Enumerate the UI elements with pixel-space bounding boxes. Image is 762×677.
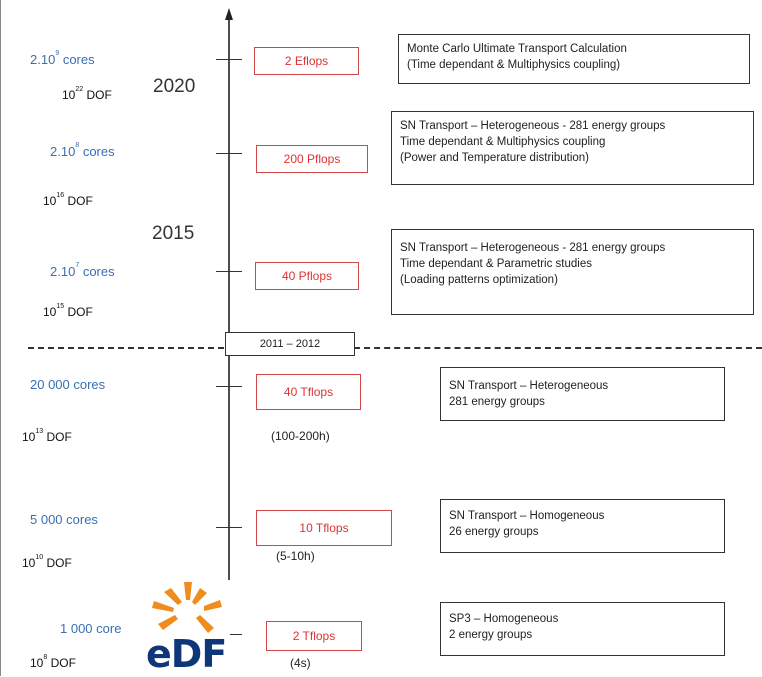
performance-box: 40 Pflops (255, 262, 359, 290)
edf-sun-logo-icon (152, 582, 222, 633)
performance-box: 2 Eflops (254, 47, 359, 75)
performance-box: 200 Pflops (256, 145, 368, 173)
cores-label: 20 000 cores (30, 377, 106, 392)
runtime-label: (5-10h) (276, 549, 315, 563)
year-2020-label: 2020 (153, 76, 196, 97)
axis-tick (216, 386, 242, 387)
description-box: SN Transport – Heterogeneous - 281 energ… (391, 229, 754, 315)
description-box: SN Transport – Heterogeneous - 281 energ… (391, 111, 754, 185)
description-box: Monte Carlo Ultimate Transport Calculati… (398, 34, 750, 84)
dof-label: 1015 DOF (43, 303, 93, 319)
axis-tick (216, 153, 242, 154)
year-2015-label: 2015 (152, 223, 195, 244)
runtime-label: (100-200h) (271, 429, 330, 443)
edf-logo: eDF (140, 580, 230, 677)
dof-label: 1016 DOF (43, 192, 93, 208)
dof-label: 1013 DOF (22, 428, 72, 444)
axis-arrow-icon (225, 8, 233, 20)
period-box: 2011 – 2012 (225, 332, 355, 356)
performance-box: 40 Tflops (256, 374, 361, 410)
performance-box: 10 Tflops (256, 510, 392, 546)
performance-box: 2 Tflops (266, 621, 362, 651)
dof-label: 1010 DOF (22, 554, 72, 570)
cores-label: 2.108 cores (50, 142, 115, 159)
dof-label: 108 DOF (30, 654, 76, 670)
axis-tick (216, 271, 242, 272)
cores-label: 5 000 cores (30, 512, 98, 527)
cores-label: 2.109 cores (30, 50, 95, 67)
separator-dashed-line-right (354, 347, 762, 349)
cores-label: 1 000 core (60, 621, 122, 636)
edf-logo-text: eDF (146, 632, 227, 676)
runtime-label: (4s) (290, 656, 311, 670)
axis-tick (216, 527, 242, 528)
separator-dashed-line-left (28, 347, 224, 349)
dof-label: 1022 DOF (62, 86, 112, 102)
cores-label: 2.107 cores (50, 262, 115, 279)
axis-tick (216, 59, 242, 60)
